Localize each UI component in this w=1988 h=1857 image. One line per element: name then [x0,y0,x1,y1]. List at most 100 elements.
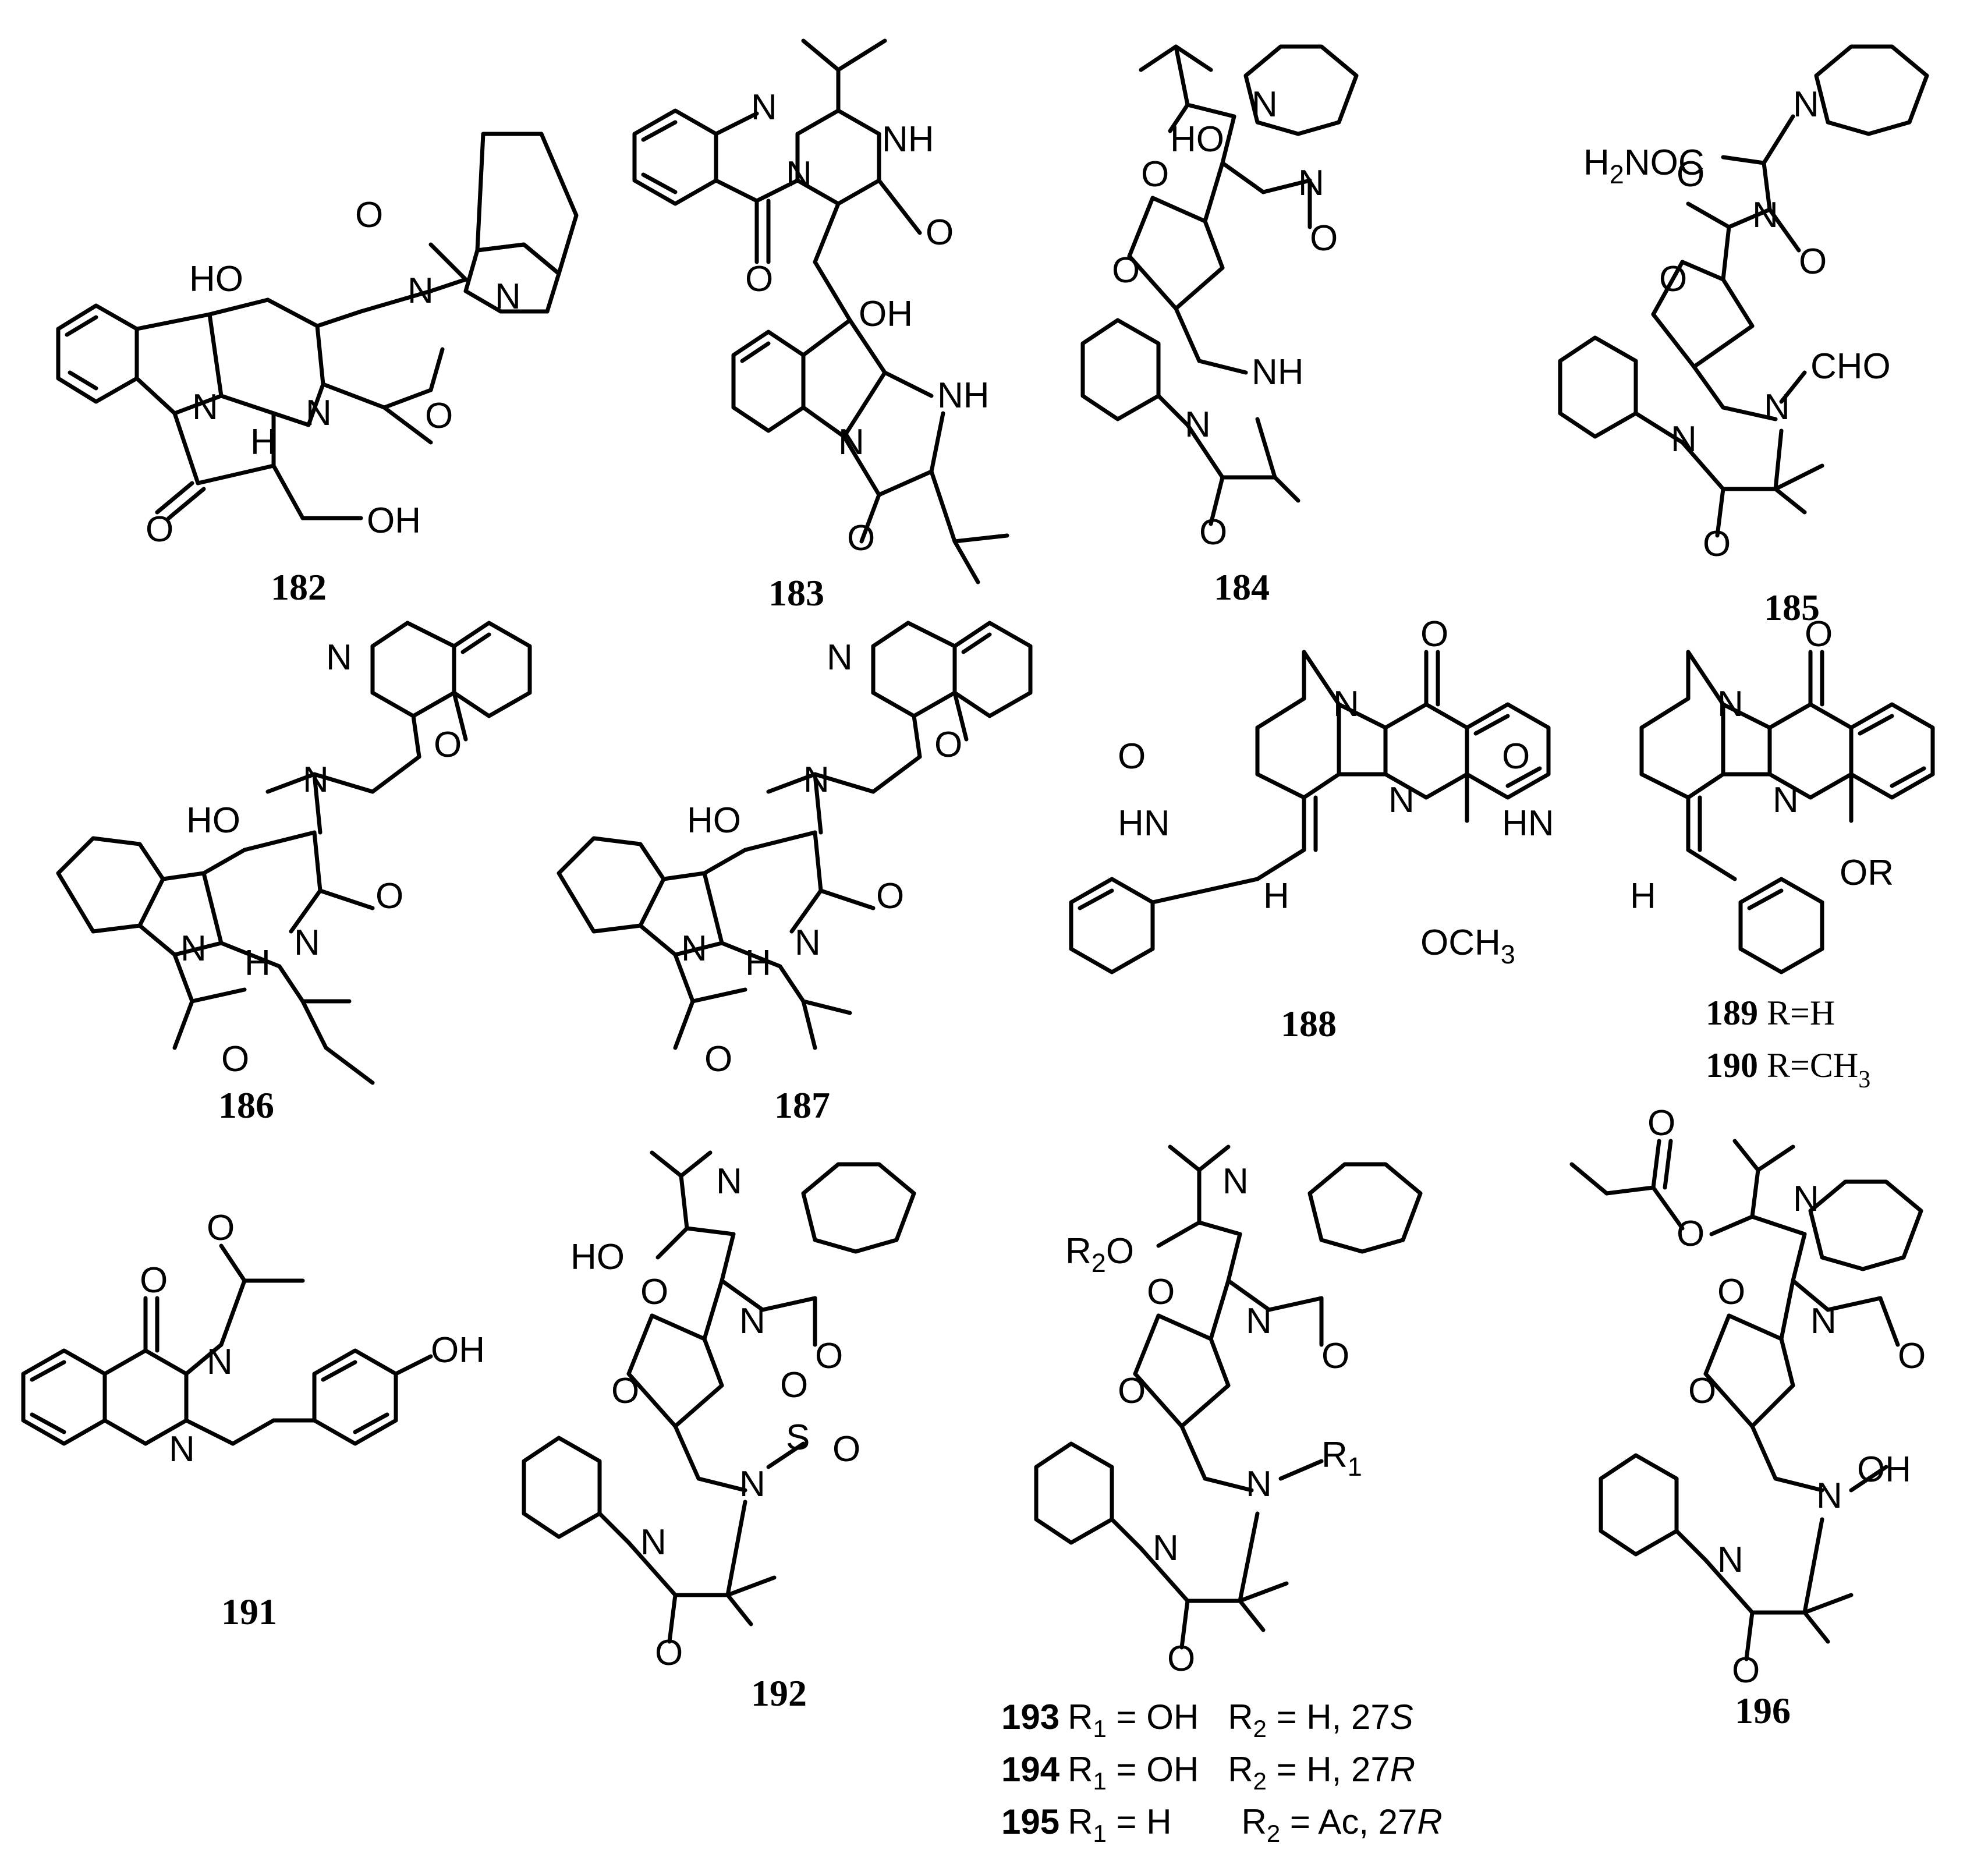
atom-label: R2O [1065,1231,1134,1278]
structure-182: HO N O N N H N O O OH 182 [56,132,579,608]
atom-label: O [847,518,875,558]
atom-label: N [1793,1179,1819,1219]
atom-label: O [1799,242,1827,282]
atom-label: N [303,760,329,800]
atom-label: H2NOC [1583,143,1704,189]
atom-label: N [1810,1301,1837,1341]
atom-label: HO [570,1237,625,1277]
atom-label: O [1141,154,1169,194]
compound-id: 185 [1764,587,1820,628]
atom-label: H [1630,876,1656,916]
structure-187: N N O HO O N H N O 187 [557,621,1033,1126]
compound-id: 183 [768,572,824,614]
compound-id: 184 [1214,566,1270,608]
atom-label: O [1805,614,1833,654]
atom-label: O [375,876,403,916]
atom-label: H [745,943,771,983]
atom-label: OH [431,1330,485,1370]
atom-label: N [1333,684,1359,724]
atom-label: N [1222,1161,1249,1202]
atom-label: O [1688,1371,1716,1411]
atom-label: O [1659,259,1687,299]
atom-label: N [1717,684,1744,724]
atom-label: O [1310,218,1338,258]
structure-188: O O N HN N OCH3 H 188 [1069,614,1551,1044]
compound-id: 196 [1735,1690,1791,1731]
structure-186: N N O HO O N H N O 186 [56,621,532,1126]
atom-label: O [140,1260,168,1300]
atom-label: NH [1252,352,1304,392]
structure-196: O O N N O O O N OH N O 196 [1569,1103,1926,1731]
atom-label: O [355,195,383,235]
atom-label: N [294,923,320,963]
atom-label: N [1185,405,1211,445]
compound-id: 187 [774,1085,830,1126]
atom-label: N [326,637,352,678]
atom-label: O [1112,250,1140,290]
atom-label: HO [189,259,243,299]
structure-191: O O N N OH 191 [21,1208,485,1632]
atom-label: NH [882,119,934,160]
compound-id: 188 [1281,1003,1337,1044]
atom-label: N [838,422,864,462]
atom-label: N [640,1522,667,1562]
atom-label: N [1717,1540,1744,1580]
compound-id: 192 [751,1672,807,1714]
atom-label: O [425,396,453,436]
atom-label: N [1764,387,1790,427]
atom-label: O [1321,1336,1349,1376]
structure-185: H2NOC N N O O O N CHO N O 185 [1558,44,1929,628]
structure-184: HO N N O O O NH N O 184 [1080,44,1359,608]
atom-label: O [221,1039,249,1079]
atom-label: H [1263,876,1289,916]
atom-label: O [1677,154,1704,194]
atom-label: N [1816,1476,1842,1516]
compound-id: 182 [271,566,327,608]
atom-label: N [192,387,218,427]
atom-label: N [681,928,707,969]
atom-label: N [751,87,777,127]
atom-label: O [1677,1214,1704,1254]
atom-label: R1 [1321,1435,1362,1482]
atom-label: OH [367,501,421,541]
atom-label: O [1420,614,1448,654]
atom-label: O [640,1272,668,1312]
structure-183: N N NH O O OH NH N O 183 [632,38,1009,614]
atom-label: N [306,393,332,433]
atom-label: N [1671,419,1697,459]
compound-id: 186 [218,1085,274,1126]
atom-label: N [1153,1528,1179,1568]
atom-label: O [207,1208,235,1248]
atom-label: O [876,876,904,916]
atom-label: O [1502,736,1530,777]
atom-label: HO [687,800,741,841]
atom-label: N [407,271,434,311]
atom-label: O [1703,524,1731,564]
atom-label: N [739,1301,766,1341]
atom-label: N [495,277,521,317]
atom-label: O [1647,1103,1675,1143]
atom-label: OCH3 [1420,923,1515,969]
atom-label: O [745,259,773,299]
atom-label: O [934,725,962,765]
atom-label: O [780,1365,808,1405]
atom-label: O [832,1429,860,1469]
atom-label: O [704,1039,732,1079]
atom-label: O [1118,1371,1146,1411]
atom-label: N [803,760,830,800]
atom-label: H [244,943,271,983]
atom-label: N [1793,84,1819,125]
atom-label: O [1147,1272,1175,1312]
atom-label: N [1298,163,1324,203]
atom-label: OH [859,294,913,334]
atom-label: N [827,637,853,678]
atom-label: OR [1840,853,1894,893]
atom-label: O [655,1633,683,1673]
